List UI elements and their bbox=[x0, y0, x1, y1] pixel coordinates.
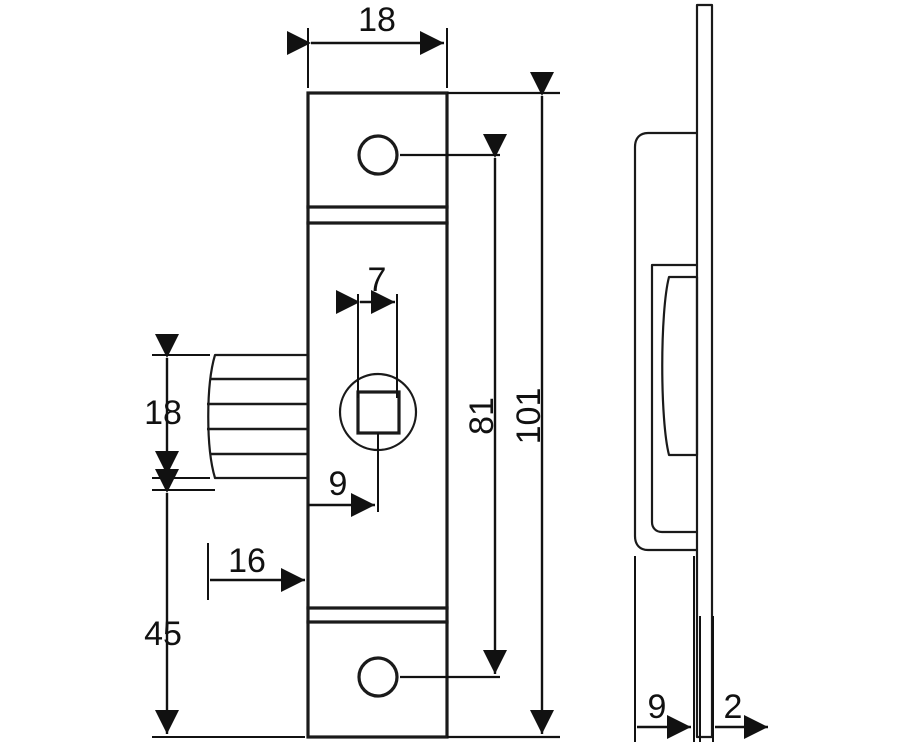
bottom-fixing-hole bbox=[357, 656, 399, 698]
spindle-square bbox=[356, 390, 401, 435]
dim-9-label: 9 bbox=[329, 465, 348, 503]
side-view bbox=[633, 3, 714, 739]
upper-faceplate-band bbox=[306, 205, 449, 225]
dim-18-top-label: 18 bbox=[358, 1, 396, 39]
dim-18-knob-label: 18 bbox=[144, 394, 182, 432]
dim-81-label: 81 bbox=[463, 397, 501, 435]
top-fixing-hole bbox=[357, 134, 399, 176]
dim-45: 45 bbox=[144, 468, 305, 738]
dim-101-label: 101 bbox=[510, 388, 548, 445]
front-view bbox=[207, 91, 449, 739]
dim-16-label: 16 bbox=[228, 542, 266, 580]
dim-9: 9 bbox=[308, 433, 379, 518]
dim-2-side: 2 bbox=[699, 616, 768, 742]
dim-81: 81 bbox=[400, 133, 508, 679]
lock-case-front-outline bbox=[306, 91, 449, 739]
dim-18-knob: 18 bbox=[144, 333, 210, 479]
lock-case-inner-recess bbox=[650, 263, 697, 534]
dim-2-side-label: 2 bbox=[724, 688, 743, 726]
latch-bolt-profile bbox=[661, 275, 699, 457]
dim-9-side: 9 bbox=[634, 556, 695, 742]
dim-7-label: 7 bbox=[368, 261, 387, 299]
dim-16: 16 bbox=[207, 542, 305, 600]
knurled-knob bbox=[207, 353, 308, 480]
lock-case-side-outline bbox=[633, 131, 697, 552]
dim-45-label: 45 bbox=[144, 615, 182, 653]
dim-18-top: 18 bbox=[286, 1, 448, 88]
dim-9-side-label: 9 bbox=[648, 688, 667, 726]
dim-101: 101 bbox=[447, 71, 560, 739]
lower-faceplate-band bbox=[306, 606, 449, 624]
dim-7: 7 bbox=[335, 261, 398, 398]
